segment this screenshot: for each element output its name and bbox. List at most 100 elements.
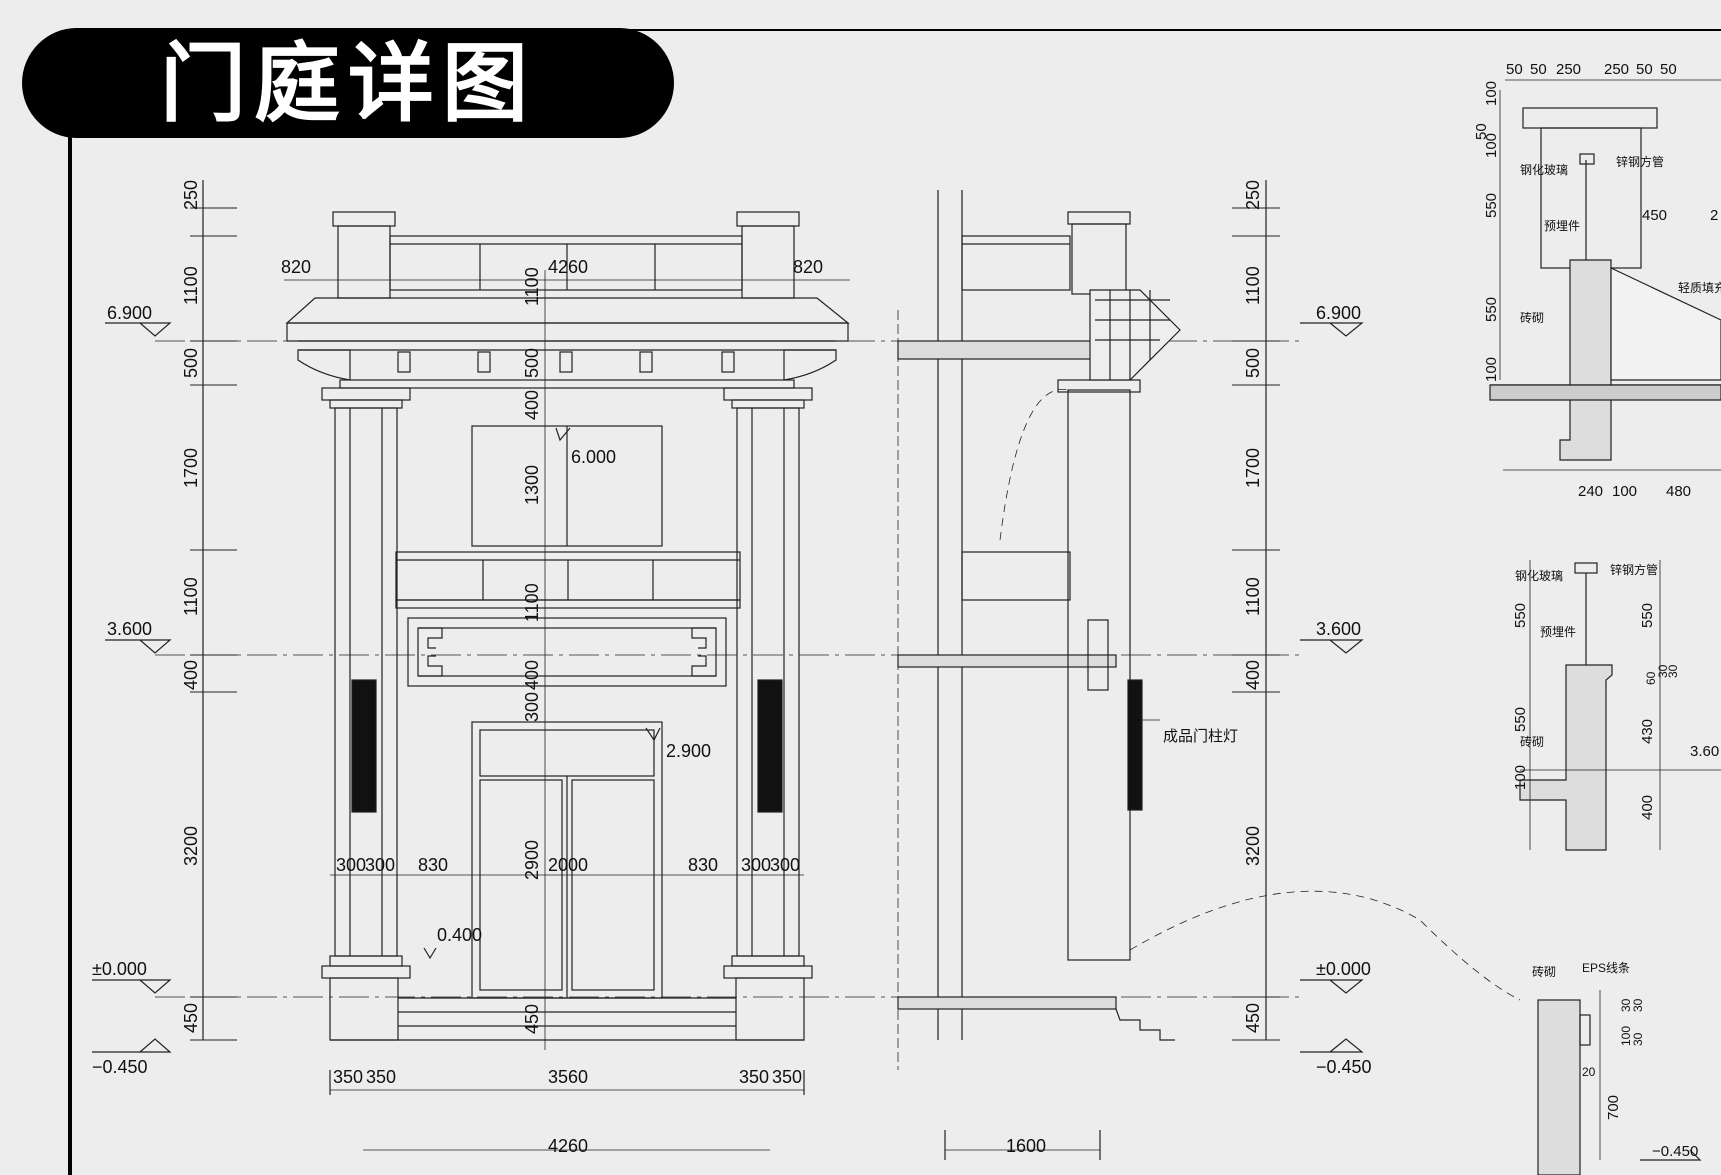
dim-label: 300: [365, 855, 396, 875]
material-label: 轻质填充: [1678, 281, 1721, 295]
dim-label: 830: [688, 855, 719, 875]
dim-label: 350: [772, 1067, 803, 1087]
level-6900: 6.900: [107, 303, 153, 323]
dim-label: 300: [741, 855, 772, 875]
detail-section-3: [1537, 990, 1702, 1175]
level-3600: 3.600: [107, 619, 153, 639]
dim-label: 3200: [181, 825, 201, 866]
level-minus-0450: −0.450: [92, 1057, 148, 1077]
dim-label: 50: [1636, 61, 1653, 78]
material-label: EPS线条: [1582, 961, 1631, 975]
dim-label: 300: [522, 691, 542, 722]
lamp-label: 成品门柱灯: [1163, 728, 1239, 745]
dim-label: 500: [181, 347, 201, 378]
dim-label: 30: [1666, 664, 1680, 678]
front-elevation: [92, 180, 1300, 1151]
dim-label: 1100: [522, 267, 542, 306]
level-0000: ±0.000: [1316, 959, 1371, 979]
material-label: 钢化玻璃: [1515, 569, 1564, 583]
material-label: 锌钢方管: [1616, 155, 1665, 169]
dim-label: 100: [1483, 132, 1500, 158]
dim-label: 1700: [1243, 447, 1263, 488]
detail-section-2: [1519, 560, 1721, 851]
dim-label: 500: [1243, 347, 1263, 378]
dim-label: 1100: [1243, 577, 1263, 616]
dim-label: 100: [1512, 764, 1529, 790]
dim-label: 2: [1710, 207, 1719, 224]
side-elevation: [897, 180, 1521, 1160]
level-2900: 2.900: [666, 741, 712, 761]
dim-label: 350: [739, 1067, 770, 1087]
material-label: 钢化玻璃: [1520, 163, 1569, 177]
dim-label: 50: [1660, 61, 1677, 78]
dim-label: 450: [522, 1003, 542, 1034]
title-badge: [22, 28, 674, 138]
dim-label: 830: [418, 855, 449, 875]
dim-label: 1100: [181, 577, 201, 616]
dim-label: 350: [366, 1067, 397, 1087]
dim-label: 4260: [548, 1136, 589, 1156]
detail-section-1: [1489, 79, 1721, 471]
level-3600: 3.600: [1316, 619, 1362, 639]
dim-label: 700: [1605, 1094, 1622, 1120]
dim-label: 250: [1556, 61, 1582, 78]
dim-label: 450: [1642, 207, 1668, 224]
dim-label: 2900: [522, 839, 542, 880]
dim-label: 480: [1666, 483, 1692, 500]
level-0400: 0.400: [437, 925, 483, 945]
dim-label: 20: [1582, 1065, 1596, 1079]
dim-label: 50: [1506, 61, 1523, 78]
dim-label: 500: [522, 347, 542, 378]
dim-label: 3560: [548, 1067, 589, 1087]
dim-label: 1100: [181, 266, 201, 305]
dim-label: 250: [1604, 61, 1630, 78]
dim-label: 2000: [548, 855, 589, 875]
material-label: 预埋件: [1544, 219, 1581, 233]
material-label: 预埋件: [1540, 625, 1577, 639]
dim-label: 450: [181, 1002, 201, 1033]
dim-label: 250: [181, 179, 201, 210]
dim-label: 820: [793, 257, 824, 277]
level-0000: ±0.000: [92, 959, 147, 979]
material-label: 锌钢方管: [1610, 563, 1659, 577]
dim-label: 240: [1578, 483, 1604, 500]
dim-label: 3200: [1243, 825, 1263, 866]
dim-label: 1700: [181, 447, 201, 488]
dim-label: 100: [1483, 80, 1500, 106]
level-label: −0.450: [1652, 1143, 1699, 1160]
level-6900: 6.900: [1316, 303, 1362, 323]
dim-label: 400: [1639, 794, 1656, 820]
dim-label: 450: [1243, 1002, 1263, 1033]
dim-label: 1300: [522, 464, 542, 505]
dim-label: 1100: [1243, 266, 1263, 305]
dim-label: 1100: [522, 583, 542, 622]
material-label: 砖砌: [1520, 311, 1545, 325]
dim-label: 430: [1639, 718, 1656, 744]
dim-label: 4260: [548, 257, 589, 277]
dim-label: 820: [281, 257, 312, 277]
dim-label: 550: [1639, 602, 1656, 628]
dim-label: 400: [522, 659, 542, 690]
dim-label: 100: [1612, 483, 1638, 500]
dim-label: 30: [1631, 1032, 1645, 1046]
dim-label: 400: [1243, 659, 1263, 690]
dim-label: 550: [1483, 296, 1500, 322]
dim-label: 100: [1483, 356, 1500, 382]
level-minus-0450: −0.450: [1316, 1057, 1372, 1077]
page-title: 门庭详图: [160, 34, 536, 134]
level-label: 3.60: [1690, 743, 1720, 760]
dim-label: 400: [522, 389, 542, 420]
dim-label: 300: [770, 855, 801, 875]
dim-label: 50: [1530, 61, 1547, 78]
dim-label: 250: [1243, 179, 1263, 210]
dim-label: 30: [1631, 998, 1645, 1012]
level-6000: 6.000: [571, 447, 617, 467]
dim-label: 300: [336, 855, 367, 875]
dim-label: 400: [181, 659, 201, 690]
dim-label: 550: [1483, 192, 1500, 218]
dim-label: 1600: [1006, 1136, 1047, 1156]
dim-label: 350: [333, 1067, 364, 1087]
dim-label: 550: [1512, 706, 1529, 732]
